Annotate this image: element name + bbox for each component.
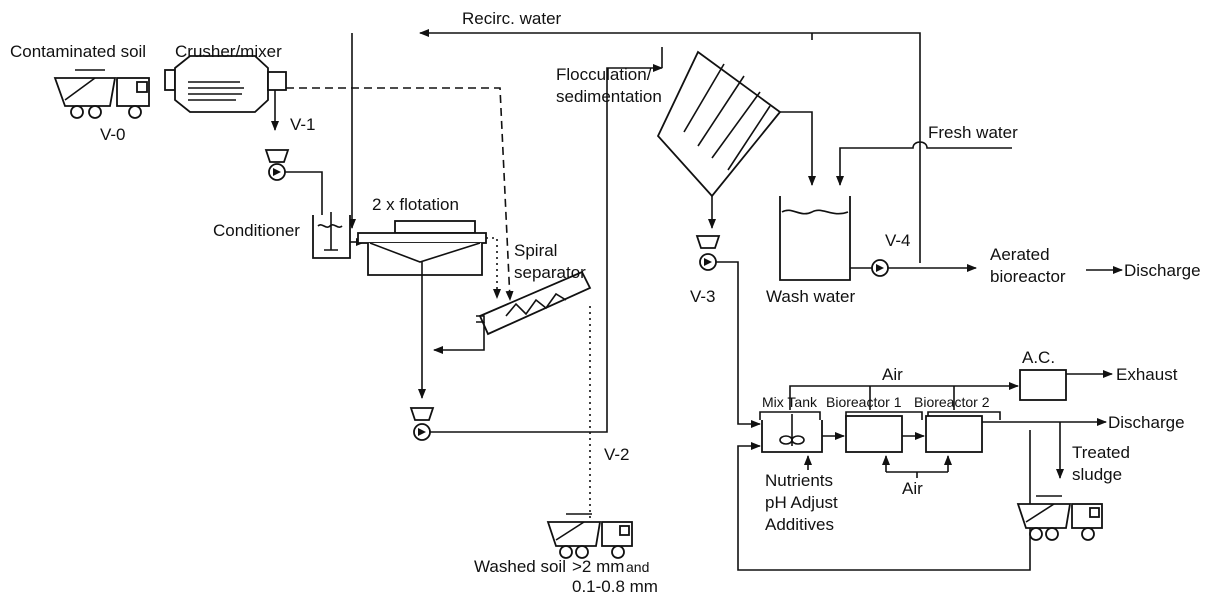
v3-to-mix-tank-line bbox=[716, 261, 761, 428]
pump-flotation-icon bbox=[409, 407, 435, 441]
ac-label: A.C. bbox=[1022, 348, 1055, 367]
fresh-water-line bbox=[836, 141, 1012, 186]
return-to-flocculation-line bbox=[430, 64, 663, 433]
bioreactor1-label: Bioreactor 1 bbox=[826, 394, 902, 410]
pump-v1-icon bbox=[264, 149, 290, 181]
flotation-to-spiral-dotted-line bbox=[486, 237, 501, 299]
mix-tank-label: Mix Tank bbox=[762, 394, 818, 410]
contaminated-soil-label: Contaminated soil bbox=[10, 42, 146, 61]
flocculation-label: Flocculation/ bbox=[556, 65, 652, 84]
aerated-label: Aerated bbox=[990, 245, 1050, 264]
crusher-mixer-label: Crusher/mixer bbox=[175, 42, 282, 61]
bioreactor-label: bioreactor bbox=[990, 267, 1066, 286]
conditioner-label: Conditioner bbox=[213, 221, 300, 240]
wash-water-label: Wash water bbox=[766, 287, 855, 306]
ph-adjust-label: pH Adjust bbox=[765, 493, 838, 512]
washed-soil-label: Washed soil bbox=[474, 557, 566, 576]
spiral-separator-unit bbox=[476, 270, 592, 336]
v4-label: V-4 bbox=[885, 231, 911, 250]
flocculation-settler-unit bbox=[656, 50, 782, 198]
bioreactor-2-tank bbox=[925, 415, 983, 453]
v3-label: V-3 bbox=[690, 287, 716, 306]
ac-unit-box bbox=[1019, 369, 1067, 401]
flotation-unit bbox=[357, 220, 487, 276]
air-bottom-label: Air bbox=[902, 479, 923, 498]
sedimentation-label: sedimentation bbox=[556, 87, 662, 106]
conditioner-tank bbox=[312, 212, 351, 259]
air-line-top bbox=[789, 382, 1019, 410]
size-range-2-label: 0.1-0.8 mm bbox=[572, 577, 658, 595]
sludge-label: sludge bbox=[1072, 465, 1122, 484]
crusher-mixer-unit bbox=[164, 55, 287, 113]
discharge-top-label: Discharge bbox=[1124, 261, 1201, 280]
v0-label: V-0 bbox=[100, 125, 126, 144]
pump-v3-icon bbox=[695, 235, 721, 271]
separator-label: separator bbox=[514, 263, 586, 282]
discharge-mid-label: Discharge bbox=[1108, 413, 1185, 432]
air-top-label: Air bbox=[882, 365, 903, 384]
treated-label: Treated bbox=[1072, 443, 1130, 462]
truck-washed-soil-icon bbox=[546, 513, 633, 559]
pump-v4-icon bbox=[871, 259, 889, 277]
exhaust-label: Exhaust bbox=[1116, 365, 1178, 384]
bioreactor2-label: Bioreactor 2 bbox=[914, 394, 990, 410]
wash-water-tank bbox=[779, 196, 851, 281]
truck-treated-sludge-icon bbox=[1016, 495, 1103, 541]
additives-label: Additives bbox=[765, 515, 834, 534]
recirc-water-line bbox=[348, 29, 921, 263]
recirc-water-label: Recirc. water bbox=[462, 9, 562, 28]
size-range-1-label: >2 mm bbox=[572, 557, 624, 576]
crusher-to-spiral-dashed-line bbox=[286, 87, 514, 301]
spiral-label: Spiral bbox=[514, 241, 557, 260]
v2-label: V-2 bbox=[604, 445, 630, 464]
fresh-water-label: Fresh water bbox=[928, 123, 1018, 142]
mix-tank bbox=[761, 414, 823, 453]
bioreactor-1-tank bbox=[845, 415, 903, 453]
v1-label: V-1 bbox=[290, 115, 316, 134]
truck-v0-icon bbox=[53, 69, 150, 119]
size-and-label: and bbox=[626, 559, 649, 575]
nutrients-label: Nutrients bbox=[765, 471, 833, 490]
flotation-label: 2 x flotation bbox=[372, 195, 459, 214]
